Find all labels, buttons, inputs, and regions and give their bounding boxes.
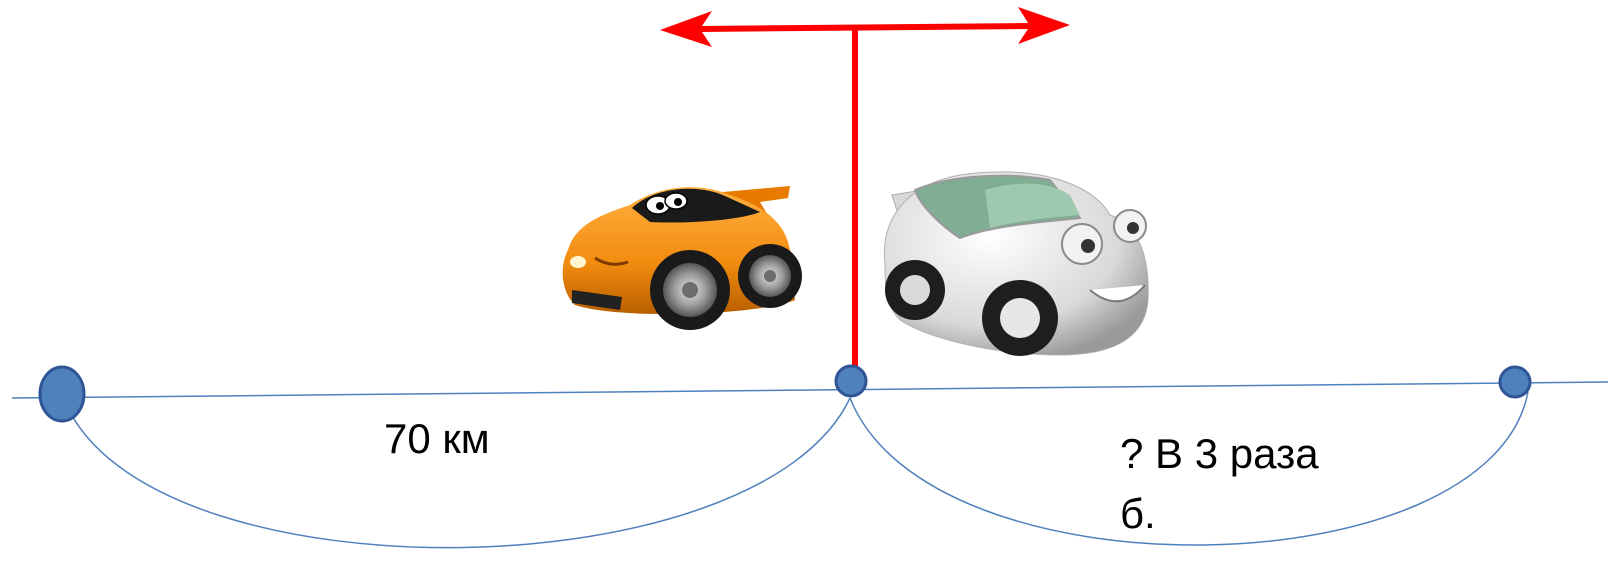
arc-right [849,391,1529,546]
distance-line [11,381,1608,399]
point-middle [834,364,868,398]
distance-label-left: 70 км [384,415,490,462]
double-headed-arrow-icon [660,7,1070,370]
point-end [1498,365,1532,399]
white-car-icon [883,171,1149,356]
point-start [38,365,86,423]
orange-car-icon [562,186,802,330]
distance-label-right-line2: б. [1120,490,1156,537]
distance-label-right: ? В 3 раза б. [1120,424,1319,544]
distance-label-right-line1: ? В 3 раза [1120,430,1319,477]
arc-left [69,397,851,549]
